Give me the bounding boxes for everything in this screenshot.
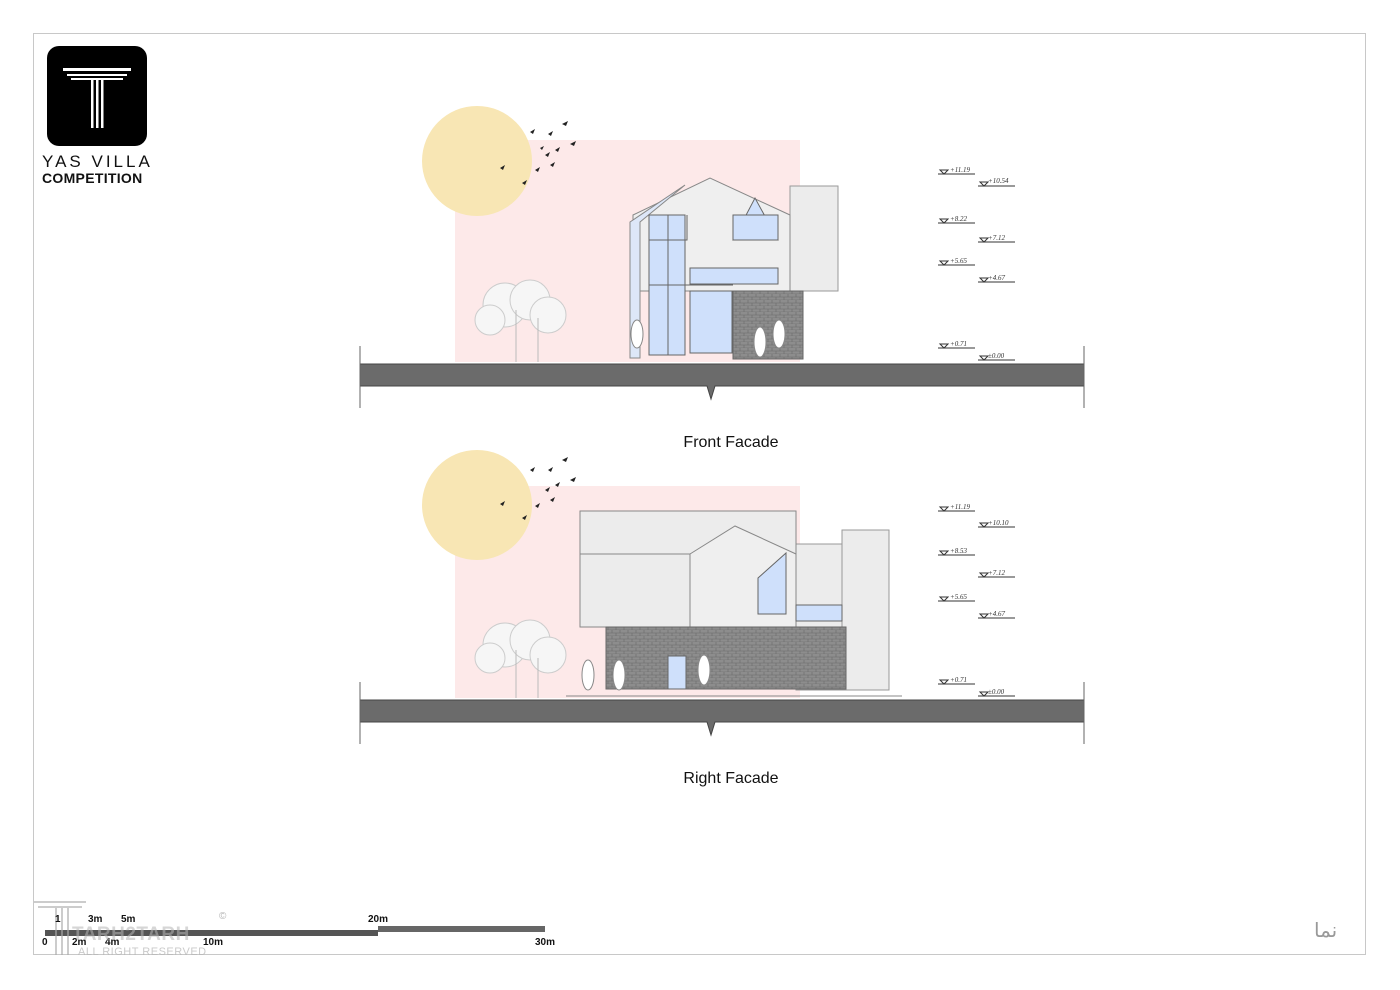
level-label: +5.65 <box>950 593 967 601</box>
sheet-border <box>33 33 1366 955</box>
level-label: +7.12 <box>988 234 1005 242</box>
level-label: +4.67 <box>988 610 1005 618</box>
level-label: +0.71 <box>950 340 967 348</box>
front-facade-title: Front Facade <box>683 434 779 451</box>
scale-label: 1 <box>55 914 61 925</box>
watermark-logo-icon <box>34 901 86 955</box>
ground-slab <box>359 363 1085 401</box>
level-label: +8.22 <box>950 215 967 223</box>
tree-icon <box>474 619 567 698</box>
watermark-copyright: © <box>219 911 227 922</box>
level-label: +8.53 <box>950 547 967 555</box>
logo-mark-icon <box>63 68 131 128</box>
scale-label: 5m <box>121 914 136 925</box>
level-label: +10.54 <box>988 177 1009 185</box>
level-label: +10.10 <box>988 519 1009 527</box>
right-facade: +11.19 +8.53 +5.65 +0.71 +10.10 +7.12 +4… <box>359 450 1085 744</box>
sun-icon <box>422 450 532 560</box>
level-marks <box>938 169 1015 361</box>
brick-wall <box>732 290 804 360</box>
sun-icon <box>422 106 532 216</box>
scale-label: 2m <box>72 937 87 948</box>
signature: نما <box>1314 918 1338 942</box>
scale-label: 30m <box>535 937 556 948</box>
watermark-name: TARH2TARH <box>72 924 190 945</box>
level-label: +11.19 <box>950 503 970 511</box>
scale-label: 10m <box>203 937 224 948</box>
scale-label: 0 <box>42 937 48 948</box>
level-label: +5.65 <box>950 257 967 265</box>
level-label: ±0.00 <box>988 688 1005 696</box>
tree-icon <box>474 279 567 362</box>
scale-bar <box>45 926 545 936</box>
scale-label: 20m <box>368 914 389 925</box>
scale-label: 3m <box>88 914 103 925</box>
level-marks <box>938 506 1015 697</box>
birds-icon <box>500 457 576 520</box>
right-facade-title: Right Facade <box>683 770 779 787</box>
level-label: +0.71 <box>950 676 967 684</box>
level-label: +11.19 <box>950 166 970 174</box>
ground-slab <box>359 699 1085 737</box>
brick-wall <box>605 626 847 690</box>
logo <box>47 46 147 146</box>
watermark-sub: ALL RIGHT RESERVED <box>78 946 207 958</box>
house-wing <box>789 185 839 292</box>
level-label: ±0.00 <box>988 352 1005 360</box>
level-label: +7.12 <box>988 569 1005 577</box>
brand-name: YAS VILLA <box>42 152 153 171</box>
brand-subtitle: COMPETITION <box>42 170 143 186</box>
level-label: +4.67 <box>988 274 1005 282</box>
birds-icon <box>500 121 576 185</box>
front-facade: +11.19 +8.22 +5.65 +0.71 +10.54 +7.12 +4… <box>359 106 1085 408</box>
scale-label: 4m <box>105 937 120 948</box>
